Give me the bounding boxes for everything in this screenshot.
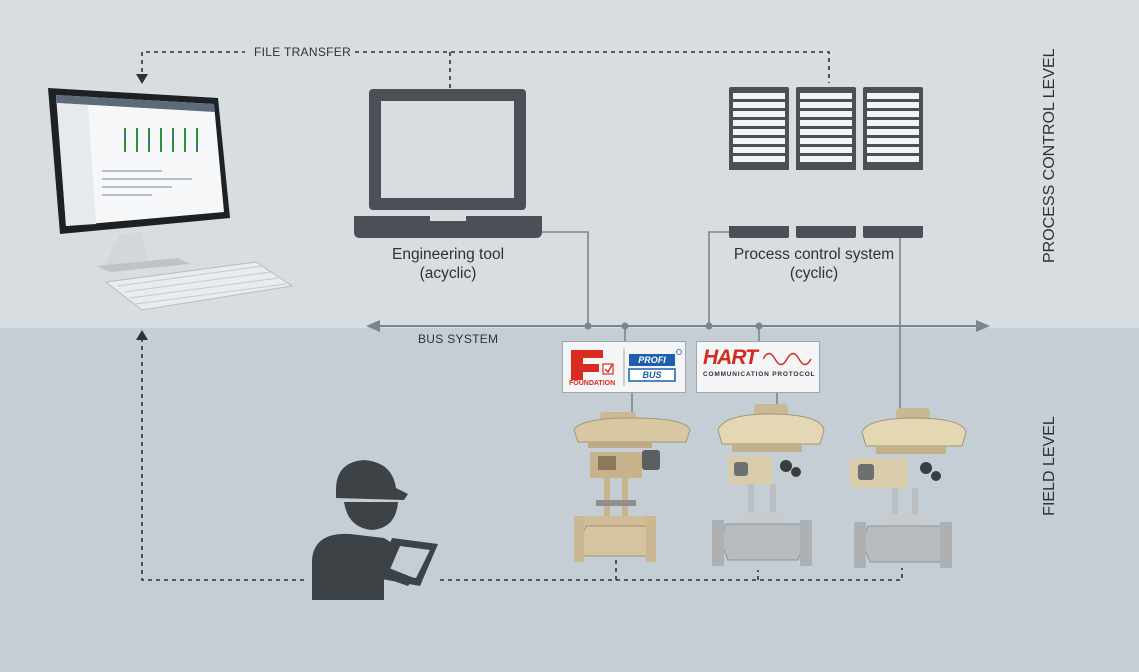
field-data-path <box>141 338 903 581</box>
profibus-logo-top: PROFI <box>638 355 666 365</box>
hart-logo: HART COMMUNICATION PROTOCOL <box>696 341 820 393</box>
foundation-logo-text: FOUNDATION <box>569 380 616 387</box>
field-level-label: FIELD LEVEL <box>1041 416 1058 516</box>
control-valve-icon <box>850 408 967 568</box>
profibus-logo-bottom: BUS <box>642 370 662 380</box>
file-transfer-arrowhead <box>136 74 148 84</box>
engineering-tool-title: Engineering tool <box>391 246 505 263</box>
server-rack-icon <box>729 87 923 238</box>
hart-logo-subtitle: COMMUNICATION PROTOCOL <box>703 371 816 378</box>
bus-arrow-left <box>366 320 380 332</box>
laptop-icon <box>354 89 542 238</box>
foundation-profibus-logo: FOUNDATION PROFI BUS <box>562 341 686 393</box>
desktop-monitor-icon <box>48 88 230 272</box>
hart-wave-mark <box>763 352 812 366</box>
process-control-system-mode: (cyclic) <box>789 265 839 282</box>
foundation-logo-mark <box>571 348 682 386</box>
process-control-system-title: Process control system <box>733 246 895 263</box>
file-transfer-label: FILE TRANSFER <box>254 45 352 59</box>
file-transfer-path <box>141 51 830 89</box>
bus-arrow-right <box>976 320 990 332</box>
bus-junction-dots <box>584 322 763 330</box>
process-control-system-label: Process control system (cyclic) <box>726 245 902 283</box>
field-arrowhead <box>136 330 148 340</box>
bus-system-label: BUS SYSTEM <box>418 332 499 346</box>
hart-logo-text: HART <box>703 346 758 369</box>
engineering-tool-label: Engineering tool (acyclic) <box>370 245 526 283</box>
process-control-level-label: PROCESS CONTROL LEVEL <box>1041 48 1058 263</box>
engineering-tool-mode: (acyclic) <box>419 265 477 282</box>
control-valve-icon <box>573 412 691 562</box>
control-valve-icon <box>712 404 825 566</box>
keyboard-icon <box>104 261 294 311</box>
technician-icon <box>312 460 438 600</box>
